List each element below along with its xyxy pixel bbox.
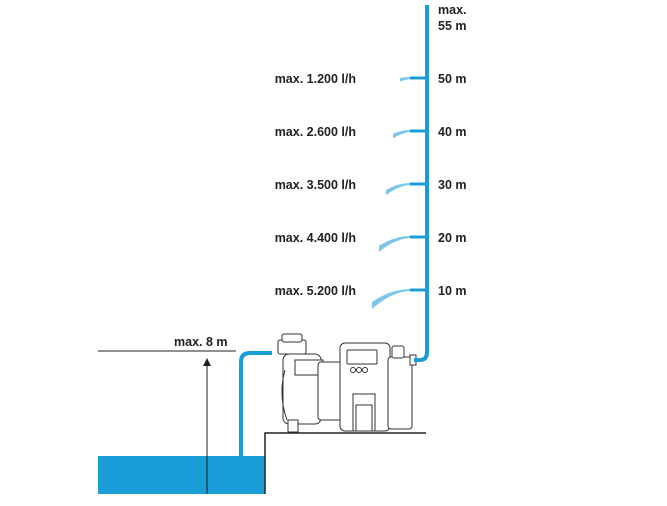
discharge-pipe: [414, 5, 429, 362]
flow-rate-label: max. 2.600 l/h: [275, 125, 356, 139]
level-5: 10 m max. 5.200 l/h: [275, 284, 467, 309]
max-head-label-2: 55 m: [438, 19, 467, 33]
water-reservoir: [98, 456, 265, 494]
suction-pipe: [239, 351, 272, 458]
water-spray-icon: [393, 130, 410, 139]
flow-rate-label: max. 5.200 l/h: [275, 284, 356, 298]
level-2: 40 m max. 2.600 l/h: [275, 125, 467, 139]
height-label: 30 m: [438, 178, 467, 192]
water-spray-icon: [386, 183, 410, 196]
level-3: 30 m max. 3.500 l/h: [275, 178, 467, 196]
arrow-head-icon: [203, 358, 211, 366]
water-spray-icon: [379, 236, 410, 252]
height-label: 20 m: [438, 231, 467, 245]
ground-ledge: [264, 432, 426, 494]
water-spray-icon: [372, 289, 410, 309]
level-1: 50 m max. 1.200 l/h: [275, 72, 467, 86]
water-spray-icon: [400, 77, 410, 82]
height-label: 10 m: [438, 284, 467, 298]
level-4: 20 m max. 4.400 l/h: [275, 231, 467, 252]
flow-rate-label: max. 4.400 l/h: [275, 231, 356, 245]
suction-height-label: max. 8 m: [174, 335, 228, 349]
garden-pump: [277, 333, 417, 433]
flow-rate-label: max. 1.200 l/h: [275, 72, 356, 86]
height-label: 40 m: [438, 125, 467, 139]
height-label: 50 m: [438, 72, 467, 86]
flow-rate-label: max. 3.500 l/h: [275, 178, 356, 192]
max-head-label-1: max.: [438, 3, 467, 17]
